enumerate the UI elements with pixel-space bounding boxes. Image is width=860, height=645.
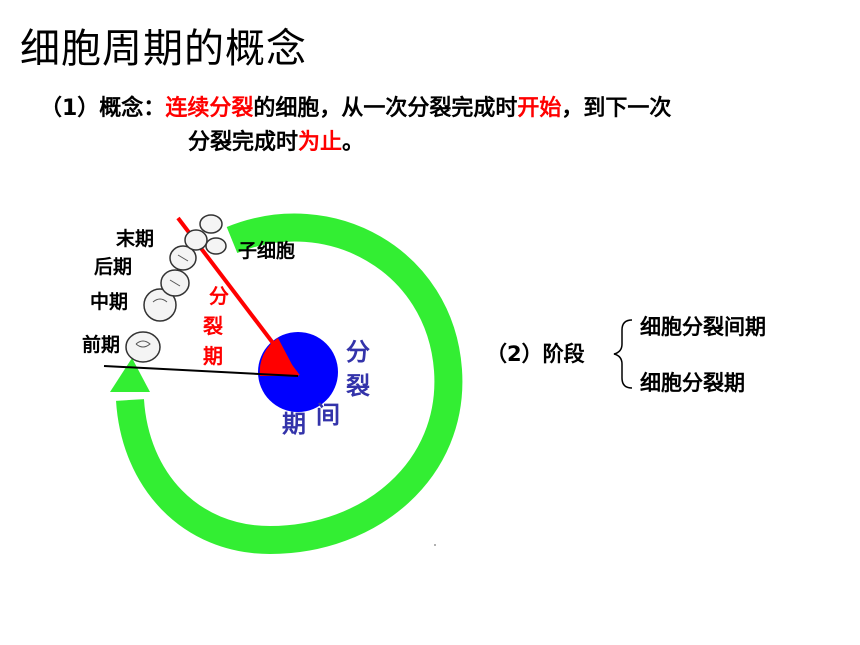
daughter-cell-icon-2 <box>205 237 227 255</box>
interphase-char-1: 分 <box>346 338 370 366</box>
definition-text-1: 的细胞，从一次分裂完成时 <box>253 96 518 121</box>
definition-prefix: （1）概念： <box>40 96 166 121</box>
definition-text-3: 分裂完成时 <box>188 130 299 155</box>
telophase-cell-icon <box>184 229 208 251</box>
interphase-char-4: 期 <box>282 410 306 438</box>
definition-line-2: 分裂完成时为止。 <box>188 126 364 160</box>
stage-item-division: 细胞分裂期 <box>640 371 745 395</box>
definition-text-2: ，到下一次 <box>561 96 672 121</box>
interphase-char-2: 裂 <box>346 372 370 400</box>
division-phase-char-2: 裂 <box>203 314 223 338</box>
term-continuous-division: 连续分裂 <box>165 96 254 121</box>
term-end: 为止 <box>298 130 343 155</box>
interphase-char-3: 间 <box>316 401 340 429</box>
daughter-cell-icon-1 <box>199 214 223 234</box>
division-phase-char-1: 分 <box>209 284 229 308</box>
phase-label-anaphase: 后期 <box>94 256 133 278</box>
start-radius-line <box>103 365 299 377</box>
phase-label-prophase: 前期 <box>82 334 121 356</box>
page-title: 细胞周期的概念 <box>20 26 307 72</box>
stages-label: （2）阶段 <box>486 342 585 366</box>
metaphase-cell-icon <box>143 288 177 322</box>
term-start: 开始 <box>517 96 562 121</box>
stage-item-interphase: 细胞分裂间期 <box>640 315 766 339</box>
phase-label-telophase: 末期 <box>116 228 155 250</box>
division-phase-char-3: 期 <box>203 344 223 368</box>
daughter-cell-label: 子细胞 <box>238 240 296 262</box>
cycle-arrow-body <box>116 213 463 555</box>
phase-label-metaphase: 中期 <box>90 291 129 313</box>
definition-line-1: （1）概念：连续分裂的细胞，从一次分裂完成时开始，到下一次 <box>40 92 671 126</box>
cycle-arrow-head <box>110 358 150 392</box>
definition-period: 。 <box>342 130 365 155</box>
